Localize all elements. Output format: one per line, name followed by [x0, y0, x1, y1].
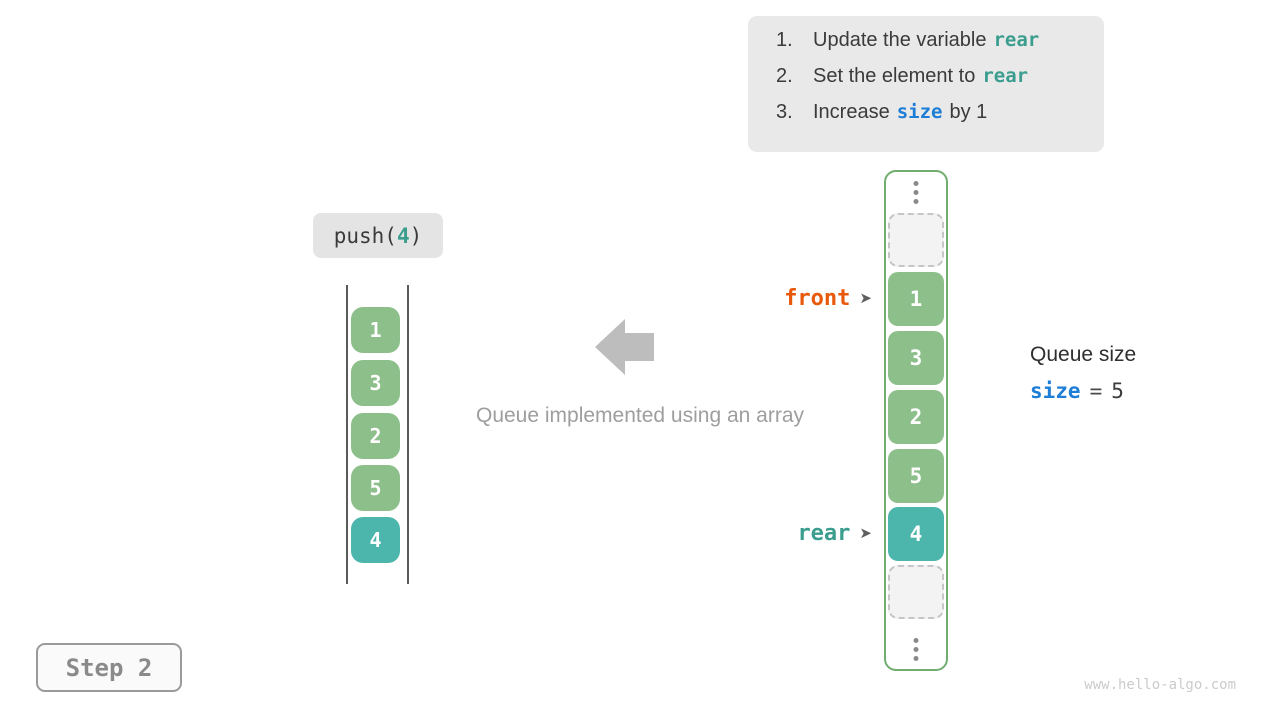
instructions-panel: 1. Update the variable rear 2. Set the e…: [748, 16, 1104, 152]
rear-pointer: rear ➤: [797, 521, 872, 546]
push-fn-text: push(: [333, 223, 397, 248]
push-arg-value: 4: [396, 223, 410, 248]
size-variable: size: [1030, 379, 1081, 403]
queue-cell: 2: [351, 413, 400, 459]
array-cell-front: 1: [888, 272, 944, 326]
array-cell: 2: [888, 390, 944, 444]
watermark: www.hello-algo.com: [1084, 677, 1236, 693]
left-arrow-icon: [595, 319, 654, 375]
array-cell: 3: [888, 331, 944, 385]
array-empty-slot: [888, 213, 944, 267]
instruction-number: 2.: [776, 65, 793, 87]
ellipsis-icon: [913, 181, 919, 204]
instruction-text: by 1: [949, 101, 988, 123]
pointer-arrow-icon: ➤: [859, 524, 872, 542]
instruction-text: Update the variable: [813, 29, 987, 51]
instruction-text: Increase: [813, 101, 890, 123]
array-container: 1 3 2 5 4: [884, 170, 948, 671]
step-badge: Step 2: [36, 643, 182, 692]
code-token-rear: rear: [993, 29, 1040, 51]
queue-size-value-line: size = 5: [1030, 379, 1136, 403]
rear-pointer-label: rear: [797, 521, 851, 546]
front-pointer: front ➤: [784, 286, 872, 311]
queue-rail-left: [346, 285, 348, 584]
instruction-text: Set the element to: [813, 65, 976, 87]
queue-size-title: Queue size: [1030, 343, 1137, 366]
instruction-number: 3.: [776, 101, 793, 123]
size-value: 5: [1111, 379, 1124, 403]
queue-cell: 1: [351, 307, 400, 353]
array-cell: 5: [888, 449, 944, 503]
push-operation-label: push(4): [313, 213, 443, 258]
code-token-size: size: [896, 101, 943, 123]
instruction-item-2: 2. Set the element to rear: [776, 65, 1104, 101]
instruction-item-3: 3. Increase size by 1: [776, 101, 1104, 137]
pointer-arrow-icon: ➤: [859, 289, 872, 307]
push-close-paren: ): [409, 223, 423, 248]
instruction-item-1: 1. Update the variable rear: [776, 29, 1104, 65]
ellipsis-icon: [913, 638, 919, 661]
code-token-rear: rear: [982, 65, 1029, 87]
queue-cell: 3: [351, 360, 400, 406]
queue-cell: 5: [351, 465, 400, 511]
queue-size-annotation: Queue size size = 5: [1030, 343, 1136, 403]
equals-sign: =: [1089, 379, 1103, 403]
front-pointer-label: front: [784, 286, 851, 311]
queue-rail-right: [407, 285, 409, 584]
queue-cell-newest: 4: [351, 517, 400, 563]
array-cell-rear: 4: [888, 507, 944, 561]
instruction-number: 1.: [776, 29, 793, 51]
array-empty-slot: [888, 565, 944, 619]
diagram-caption: Queue implemented using an array: [475, 404, 805, 427]
